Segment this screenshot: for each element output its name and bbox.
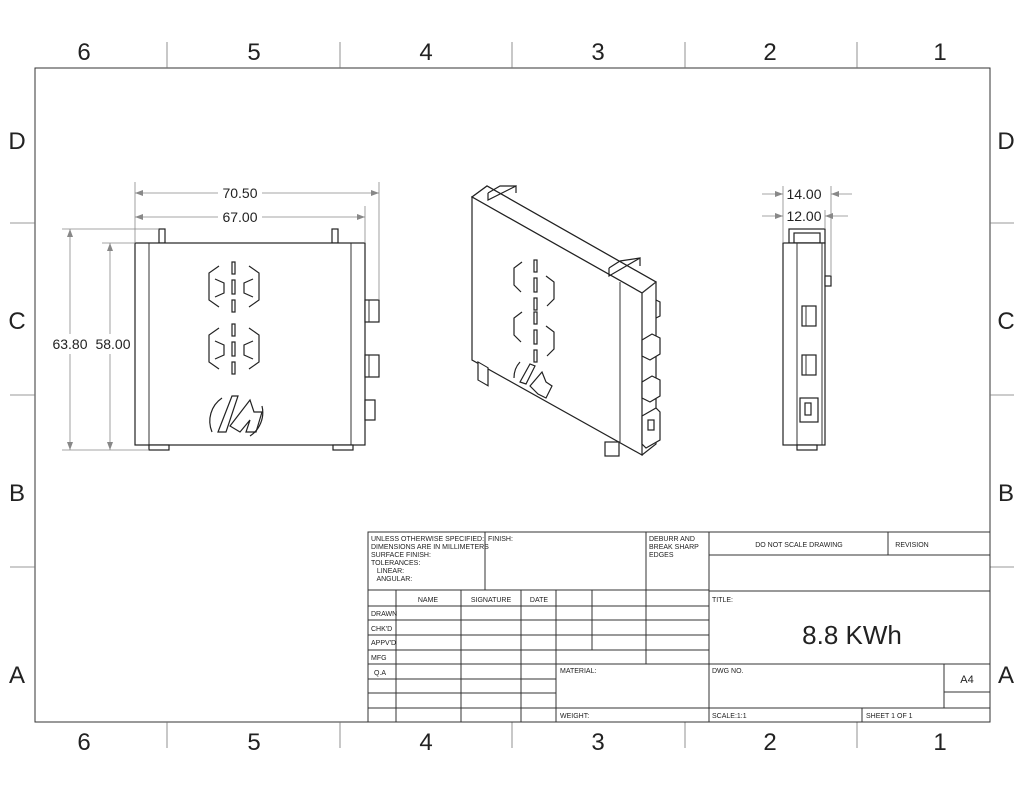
side-dimensions — [762, 186, 852, 276]
title-label: TITLE: — [712, 597, 733, 604]
front-vent-slots-upper — [208, 261, 260, 313]
iso-logo-mark — [513, 361, 553, 399]
role-drawn: DRAWN — [371, 611, 397, 618]
zone-row-right-C: C — [997, 308, 1014, 335]
side-view — [782, 228, 832, 451]
zone-row-right-B: B — [998, 480, 1014, 507]
front-dimensions — [62, 182, 380, 451]
zone-col-bottom-3: 3 — [591, 729, 604, 756]
dim-side-width-outer: 14.00 — [786, 186, 821, 202]
deburr-line-2: BREAK SHARP — [649, 544, 699, 551]
role-mfg: MFG — [371, 655, 387, 662]
dim-front-height-inner: 58.00 — [95, 336, 130, 352]
scale-label: SCALE:1:1 — [712, 713, 747, 720]
zone-col-top-3: 3 — [591, 39, 604, 66]
title-block — [367, 531, 991, 723]
material-label: MATERIAL: — [560, 668, 596, 675]
notes-line-2: DIMENSIONS ARE IN MILLIMETERS — [371, 544, 489, 551]
zone-row-right-D: D — [997, 128, 1014, 155]
front-logo-mark — [209, 395, 264, 437]
front-vent-slots-lower — [208, 323, 260, 375]
deburr-line-1: DEBURR AND — [649, 536, 695, 543]
notes-line-3: SURFACE FINISH: — [371, 552, 431, 559]
zone-col-top-5: 5 — [247, 39, 260, 66]
notes-line-4: TOLERANCES: — [371, 560, 420, 567]
zone-col-bottom-2: 2 — [763, 729, 776, 756]
sheet-size: A4 — [960, 674, 973, 686]
dim-front-width-inner: 67.00 — [222, 209, 257, 225]
zone-col-top-1: 1 — [933, 39, 946, 66]
dim-front-height-outer: 63.80 — [52, 336, 87, 352]
role-checked: CHK'D — [371, 626, 392, 633]
sheet-count-label: SHEET 1 OF 1 — [866, 713, 913, 720]
dim-front-width-outer: 70.50 — [222, 185, 257, 201]
zone-row-right-A: A — [998, 662, 1014, 689]
zone-row-left-D: D — [8, 128, 25, 155]
zone-col-bottom-5: 5 — [247, 729, 260, 756]
header-signature: SIGNATURE — [471, 597, 512, 604]
weight-label: WEIGHT: — [560, 713, 589, 720]
dwg-no-label: DWG NO. — [712, 668, 744, 675]
dim-side-width-inner: 12.00 — [786, 208, 821, 224]
zone-col-top-6: 6 — [77, 39, 90, 66]
drawing-title: 8.8 KWh — [802, 620, 902, 650]
front-view — [134, 228, 380, 451]
notes-line-6: ANGULAR: — [371, 576, 412, 583]
header-date: DATE — [530, 597, 548, 604]
zone-row-left-A: A — [9, 662, 25, 689]
revision-label: REVISION — [895, 542, 928, 549]
zone-row-left-B: B — [9, 480, 25, 507]
zone-col-top-4: 4 — [419, 39, 432, 66]
finish-label: FINISH: — [488, 536, 513, 543]
notes-line-1: UNLESS OTHERWISE SPECIFIED: — [371, 536, 484, 543]
zone-row-left-C: C — [8, 308, 25, 335]
zone-col-top-2: 2 — [763, 39, 776, 66]
isometric-view — [470, 185, 661, 457]
zone-col-bottom-1: 1 — [933, 729, 946, 756]
do-not-scale-label: DO NOT SCALE DRAWING — [755, 542, 843, 549]
header-name: NAME — [418, 597, 439, 604]
notes-line-5: LINEAR: — [371, 568, 404, 575]
role-qa: Q.A — [374, 670, 386, 677]
zone-col-bottom-6: 6 — [77, 729, 90, 756]
role-approved: APPV'D — [371, 640, 396, 647]
iso-vent-slots — [513, 259, 555, 363]
deburr-line-3: EDGES — [649, 552, 674, 559]
zone-col-bottom-4: 4 — [419, 729, 432, 756]
